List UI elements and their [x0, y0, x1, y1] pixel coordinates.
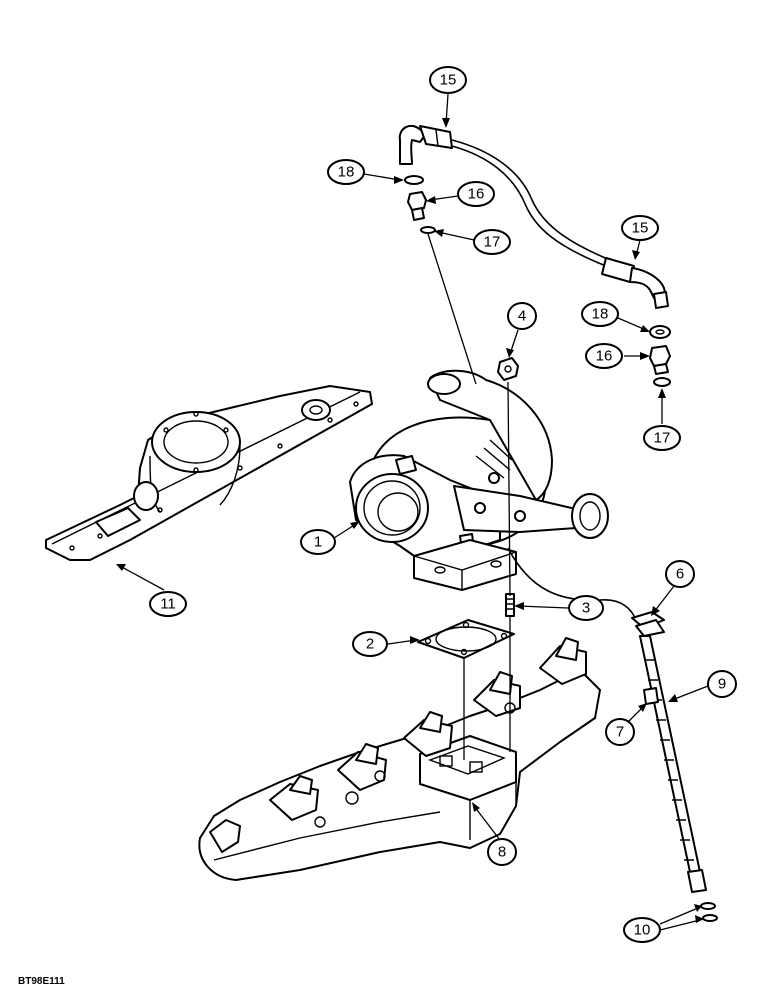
callout-1: 1: [300, 529, 336, 555]
callout-17-upper: 17: [473, 229, 511, 255]
callout-15-lower: 15: [621, 215, 659, 241]
callout-16-upper: 16: [457, 181, 495, 207]
callout-16-lower: 16: [585, 343, 623, 369]
oil-drain-tube: [507, 547, 707, 893]
washer-upper: [404, 175, 424, 185]
callout-9: 9: [707, 670, 737, 698]
callout-17-upper-label: 17: [484, 234, 501, 251]
callout-3: 3: [568, 595, 604, 621]
leader-lines: [116, 93, 709, 931]
callout-7: 7: [605, 718, 635, 746]
intake-manifold-cover: [45, 385, 373, 561]
callout-15-upper: 15: [429, 66, 467, 94]
callout-2: 2: [352, 631, 388, 657]
callout-2-label: 2: [366, 636, 374, 653]
callout-15-upper-label: 15: [440, 72, 457, 89]
fitting-lower: [649, 345, 671, 375]
alignment-lines: [427, 233, 511, 760]
callout-11: 11: [149, 591, 187, 617]
figure-reference-code: BT98E111: [18, 976, 65, 987]
exhaust-manifold: [198, 637, 601, 881]
callout-10-label: 10: [634, 922, 651, 939]
nut: [497, 357, 519, 381]
callout-18-upper: 18: [327, 159, 365, 185]
callout-15-lower-label: 15: [632, 220, 649, 237]
oil-supply-line: [398, 124, 669, 309]
callout-10: 10: [623, 917, 661, 943]
callout-16-lower-label: 16: [596, 348, 613, 365]
gasket: [417, 619, 515, 659]
o-ring-lower: [653, 377, 671, 387]
turbocharger: [349, 369, 609, 591]
callout-16-upper-label: 16: [468, 186, 485, 203]
callout-17-lower: 17: [643, 425, 681, 451]
fitting-upper: [407, 191, 427, 221]
callout-7-label: 7: [616, 724, 624, 741]
stud: [505, 593, 515, 617]
callout-6: 6: [665, 560, 695, 588]
callout-18-lower-label: 18: [592, 306, 609, 323]
callout-18-lower: 18: [581, 301, 619, 327]
callout-8: 8: [487, 838, 517, 866]
callout-1-label: 1: [314, 534, 322, 551]
o-rings-drain: [700, 902, 718, 922]
callout-4: 4: [507, 302, 537, 330]
callout-18-upper-label: 18: [338, 164, 355, 181]
callout-6-label: 6: [676, 566, 684, 583]
callout-11-label: 11: [160, 596, 176, 613]
callout-4-label: 4: [518, 308, 526, 325]
callout-8-label: 8: [498, 844, 506, 861]
callout-3-label: 3: [582, 600, 590, 617]
callout-9-label: 9: [718, 676, 726, 693]
callout-17-lower-label: 17: [654, 430, 671, 447]
o-ring-upper: [420, 226, 436, 234]
washer-lower: [649, 325, 671, 339]
